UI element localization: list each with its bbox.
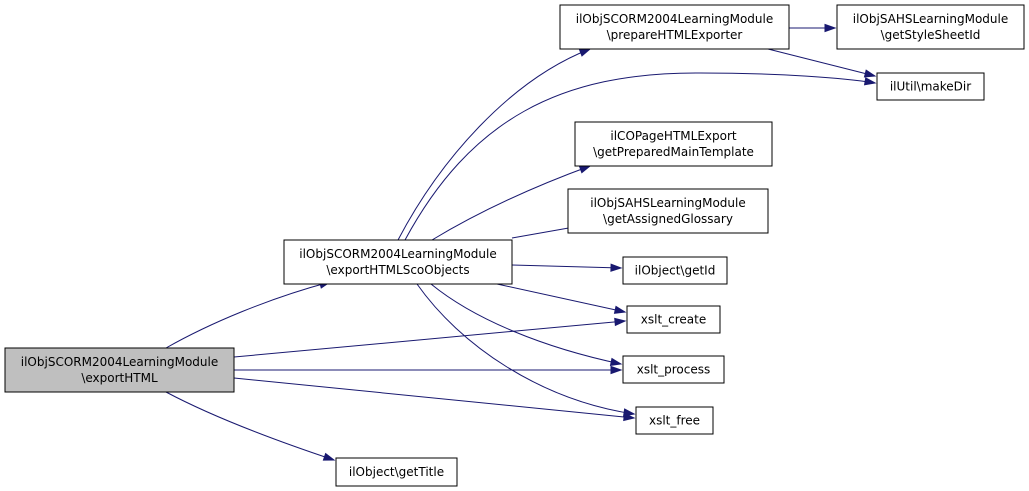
node-box[interactable] — [335, 457, 458, 487]
edge-prepareHTMLExporter-to-makeDir — [767, 48, 877, 78]
edges-layer — [165, 23, 877, 461]
node-box[interactable] — [876, 72, 985, 101]
arrowhead-icon — [863, 69, 877, 78]
node-getAssignedGlossary[interactable]: ilObjSAHSLearningModule \getAssignedGloss… — [567, 188, 769, 234]
node-label: \getStyleSheetId — [881, 28, 981, 42]
edge-exportHTML-to-xslt_process — [234, 365, 623, 375]
node-label: ilObjSCORM2004LearningModule — [299, 247, 496, 261]
node-label: ilObjSAHSLearningModule — [590, 196, 745, 210]
node-label: ilCOPageHTMLExport — [610, 129, 737, 143]
node-getTitle[interactable]: ilObject\getTitle — [335, 457, 458, 487]
node-label: xslt_create — [641, 313, 706, 327]
edge-exportHTMLScoObjects-to-prepareHTMLExporter — [397, 48, 592, 241]
node-xslt_process[interactable]: xslt_process — [622, 355, 725, 384]
edge-exportHTMLScoObjects-to-getId — [511, 263, 623, 272]
node-label: \prepareHTMLExporter — [607, 28, 743, 42]
arrowhead-icon — [609, 357, 623, 366]
edge-exportHTMLScoObjects-to-makeDir — [404, 72, 877, 241]
node-exportHTML[interactable]: ilObjSCORM2004LearningModule \exportHTML — [4, 347, 235, 393]
edge-line — [165, 391, 335, 461]
node-label: ilObjSCORM2004LearningModule — [21, 355, 218, 369]
arrowhead-icon — [622, 408, 636, 417]
node-box[interactable] — [622, 355, 725, 384]
arrowhead-icon — [613, 305, 627, 314]
edge-line — [233, 377, 635, 419]
node-label: xslt_process — [637, 363, 711, 377]
node-label: xslt_free — [649, 414, 700, 428]
node-label: ilUtil\makeDir — [890, 80, 971, 94]
node-label: ilObjSCORM2004LearningModule — [576, 12, 773, 26]
edge-line — [511, 264, 622, 269]
node-label: ilObject\getTitle — [349, 465, 444, 479]
arrowhead-icon — [863, 77, 877, 86]
node-box[interactable] — [559, 4, 790, 50]
edge-line — [496, 283, 626, 313]
edge-prepareHTMLExporter-to-getStyleSheetId — [789, 23, 837, 33]
node-box[interactable] — [574, 121, 773, 167]
node-makeDir[interactable]: ilUtil\makeDir — [876, 72, 985, 101]
node-getId[interactable]: ilObject\getId — [622, 256, 728, 285]
arrowhead-icon — [610, 263, 623, 272]
edge-exportHTMLScoObjects-to-xslt_create — [496, 283, 627, 314]
edge-exportHTML-to-xslt_create — [233, 317, 627, 358]
node-prepareHTMLExporter[interactable]: ilObjSCORM2004LearningModule \prepareHTML… — [559, 4, 790, 50]
node-xslt_create[interactable]: xslt_create — [626, 305, 721, 334]
edge-line — [397, 48, 591, 241]
edge-exportHTML-to-getTitle — [165, 391, 336, 461]
node-xslt_free[interactable]: xslt_free — [635, 406, 714, 435]
edge-exportHTMLScoObjects-to-xslt_process — [430, 283, 623, 366]
edge-line — [431, 165, 591, 241]
edge-line — [767, 48, 876, 77]
node-box[interactable] — [567, 188, 769, 234]
arrowhead-icon — [824, 23, 837, 33]
node-box[interactable] — [4, 347, 235, 393]
node-box[interactable] — [622, 256, 728, 285]
node-box[interactable] — [635, 406, 714, 435]
edge-line — [404, 72, 876, 241]
node-box[interactable] — [836, 4, 1025, 50]
arrowhead-icon — [322, 452, 336, 461]
edge-line — [416, 283, 635, 415]
edge-exportHTML-to-exportHTMLScoObjects — [165, 280, 332, 349]
edge-line — [233, 320, 626, 358]
node-label: \getAssignedGlossary — [603, 212, 733, 226]
node-label: \exportHTMLScoObjects — [326, 263, 469, 277]
edge-line — [430, 283, 622, 365]
arrowhead-icon — [614, 317, 627, 327]
node-box[interactable] — [626, 305, 721, 334]
edge-exportHTMLScoObjects-to-xslt_free — [416, 283, 636, 417]
arrowhead-icon — [578, 48, 592, 57]
nodes-layer: ilObjSCORM2004LearningModule\exportHTMLi… — [4, 4, 1025, 487]
node-getStyleSheetId[interactable]: ilObjSAHSLearningModule \getStyleSheetId — [836, 4, 1025, 50]
edge-exportHTMLScoObjects-to-getPreparedMainTemplate — [431, 165, 592, 241]
edge-line — [165, 281, 331, 349]
node-getPreparedMainTemplate[interactable]: ilCOPageHTMLExport \getPreparedMainTempla… — [574, 121, 773, 167]
node-label: ilObjSAHSLearningModule — [853, 12, 1008, 26]
node-exportHTMLScoObjects[interactable]: ilObjSCORM2004LearningModule \exportHTMLS… — [283, 239, 513, 285]
node-label: \getPreparedMainTemplate — [593, 145, 754, 159]
node-box[interactable] — [283, 239, 513, 285]
arrowhead-icon — [610, 365, 623, 375]
node-label: \exportHTML — [81, 371, 158, 385]
node-label: ilObject\getId — [635, 264, 716, 278]
arrowhead-icon — [578, 165, 592, 174]
